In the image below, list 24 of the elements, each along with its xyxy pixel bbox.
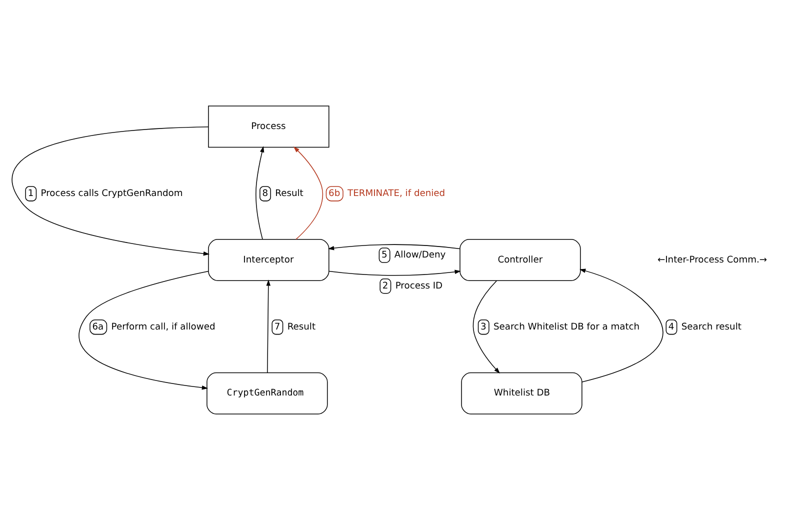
edge-label: 1 Process calls CryptGenRandom	[28, 188, 183, 199]
edge-label: 5 Allow/Deny	[381, 250, 446, 260]
node-box: Controller	[460, 238, 581, 280]
edge-label: 8 Result	[262, 188, 304, 199]
arrow	[293, 146, 324, 240]
edge-label: 2 Process ID	[382, 280, 443, 291]
edge-label: 7 Result	[274, 322, 316, 332]
node-box: Interceptor	[208, 238, 330, 280]
arrow	[12, 126, 210, 256]
node-box: Whitelist DB	[461, 372, 582, 414]
arrow	[328, 269, 461, 276]
edge-label: 3 Search Whitelist DB for a match	[480, 322, 640, 332]
node-box: CryptGenRandom	[206, 372, 328, 414]
edge-label: 4 Search result	[668, 322, 742, 332]
arrow	[78, 270, 209, 390]
edge-label: 6a Perform call, if allowed	[92, 322, 216, 332]
arrow	[266, 279, 271, 372]
arrow	[472, 280, 500, 374]
arrow	[328, 244, 460, 250]
arrow	[580, 268, 664, 382]
edge-label: 6b TERMINATE, if denied	[328, 188, 446, 199]
label: ←Inter-Process Comm.→	[657, 254, 768, 265]
arrow	[256, 146, 264, 240]
node-box: Process	[208, 105, 330, 148]
